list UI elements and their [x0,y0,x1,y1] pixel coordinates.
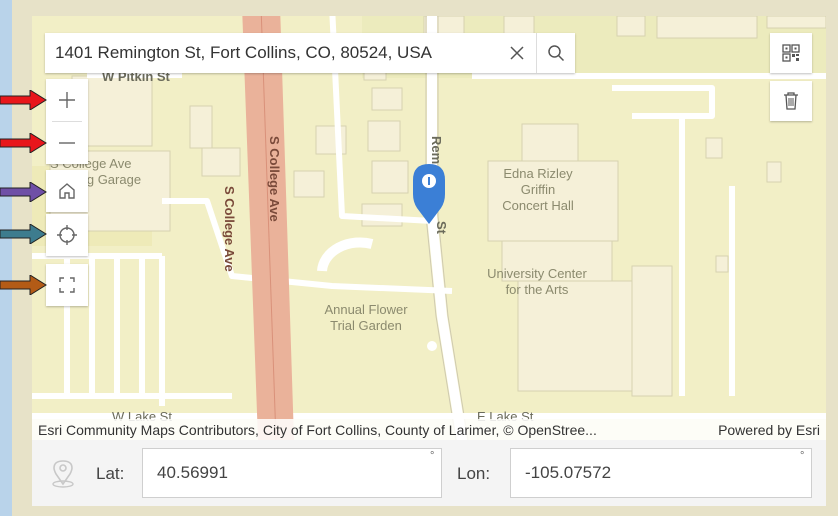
lat-label: Lat: [96,464,125,483]
minus-icon [59,142,75,144]
qr-code-icon [782,44,800,62]
search-button[interactable] [536,33,575,73]
fullscreen-button[interactable] [46,264,88,306]
zoom-in-button[interactable] [46,79,88,121]
search-input[interactable]: 1401 Remington St, Fort Collins, CO, 805… [55,43,433,62]
map-view[interactable]: W Pitkin St S College Ave S College Ave … [32,16,826,440]
annotation-arrow-red-2 [0,133,47,153]
annotation-arrow-red-1 [0,90,47,110]
home-button[interactable] [46,170,88,212]
clear-search-button[interactable] [498,33,536,73]
attribution-sources[interactable]: Esri Community Maps Contributors, City o… [38,421,597,438]
trash-icon [784,92,798,110]
street-label-s-college-2: S College Ave [267,136,282,222]
fullscreen-icon [59,277,75,293]
annotation-arrow-purple [0,182,47,202]
map-attribution: Esri Community Maps Contributors, City o… [32,419,826,440]
lon-label: Lon: [457,464,491,483]
place-label-uca-1: University Center [487,266,587,281]
zoom-controls [46,79,88,164]
place-label-flower-1: Annual Flower [324,302,408,317]
place-label-edna-1: Edna Rizley [503,166,573,181]
location-pin-icon [52,460,74,488]
left-edge-panel [0,0,12,516]
search-icon [548,45,565,62]
zoom-divider [52,121,82,122]
home-icon [59,183,75,199]
lon-degree: ° [800,450,805,462]
location-pin-icon[interactable] [413,164,445,226]
annotation-arrow-brown [0,275,47,295]
lat-degree: ° [430,450,435,462]
locate-icon [57,225,77,245]
close-icon [510,46,524,60]
zoom-out-button[interactable] [46,122,88,164]
annotation-arrow-teal [0,224,47,244]
search-bar: 1401 Remington St, Fort Collins, CO, 805… [45,33,575,73]
qr-code-button[interactable] [770,33,812,73]
place-label-edna-2: Griffin [520,182,556,197]
coordinate-panel: Lat: 40.56991 ° Lon: -105.07572 ° [32,440,826,506]
locate-button[interactable] [46,214,88,256]
lat-input[interactable]: 40.56991 [142,448,442,498]
place-label-uca-2: for the Arts [505,282,569,297]
lon-input[interactable]: -105.07572 [510,448,812,498]
powered-by-esri[interactable]: Powered by Esri [718,421,820,438]
place-label-edna-3: Concert Hall [502,198,574,213]
delete-button[interactable] [770,81,812,121]
street-label-s-college-1: S College Ave [222,186,237,272]
plus-icon [59,92,75,108]
place-label-flower-2: Trial Garden [330,318,402,333]
street-label-remington: Rem [429,136,444,165]
